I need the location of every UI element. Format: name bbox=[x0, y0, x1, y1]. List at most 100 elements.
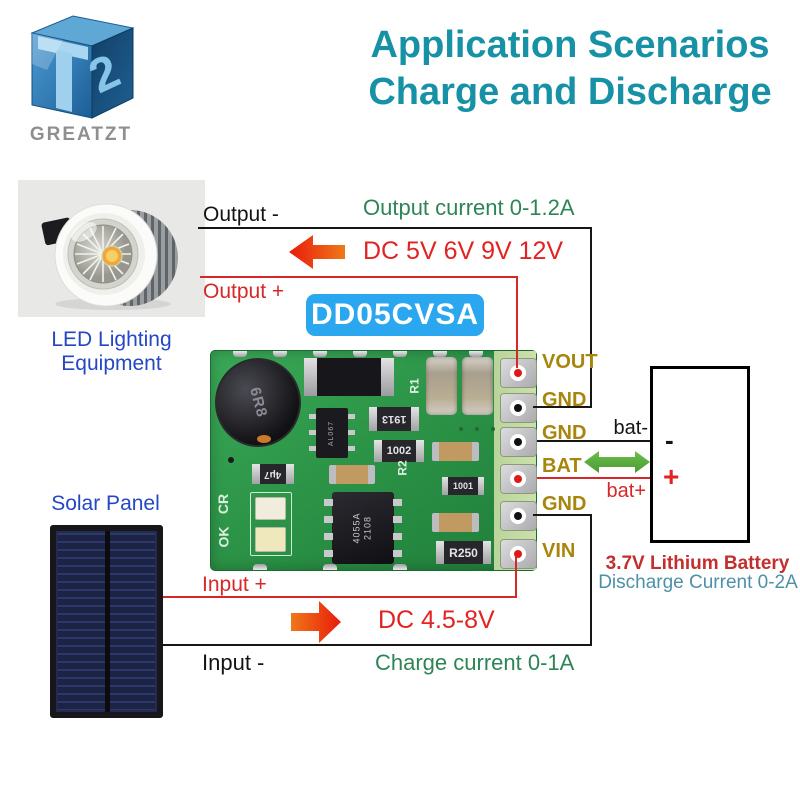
inductor-copper-fleck bbox=[257, 435, 271, 443]
resistor-marking: 1002 bbox=[386, 445, 412, 457]
brand-logo-icon: 2 bbox=[30, 15, 135, 119]
resistor-marking: R250 bbox=[449, 545, 478, 560]
title-line1: Application Scenarios bbox=[370, 24, 770, 66]
inductor-marking: 6R8 bbox=[245, 385, 271, 420]
input-pos-wire-v bbox=[515, 556, 517, 598]
pcb-castellation bbox=[313, 351, 327, 357]
bat-neg-wire-label: bat- bbox=[613, 417, 648, 439]
main-ic: 4055A 2108 bbox=[324, 492, 402, 564]
pcb-castellation bbox=[353, 351, 367, 357]
led-caption: LED Lighting Equipment bbox=[18, 328, 205, 376]
capacitor-smd bbox=[329, 465, 375, 484]
input-pos-label: Input + bbox=[202, 573, 267, 596]
pin-label-bat: BAT bbox=[542, 455, 582, 477]
sot23-marking: AL067 bbox=[328, 420, 336, 446]
input-neg-label: Input - bbox=[202, 650, 265, 675]
output-direction-arrow-icon bbox=[289, 235, 345, 269]
led-caption-line2: Equipment bbox=[61, 352, 162, 375]
brand-name: GREATZT bbox=[29, 124, 133, 145]
output-neg-wire-v bbox=[590, 227, 592, 408]
output-voltage-label: DC 5V 6V 9V 12V bbox=[363, 237, 564, 265]
output-neg-wire-h bbox=[198, 227, 592, 229]
resistor-1002: 1002 bbox=[374, 440, 424, 462]
input-neg-stub bbox=[533, 514, 592, 516]
output-pos-wire-v bbox=[516, 276, 518, 368]
solar-divider bbox=[105, 531, 110, 712]
dcdc-module-pcb: 6R8 AL067 1913 1002 4μ7 1001 R250 bbox=[210, 350, 537, 571]
battery-bidirectional-arrow-icon bbox=[584, 451, 650, 473]
pcb-via bbox=[491, 427, 495, 431]
pad-gnd2 bbox=[501, 428, 536, 456]
pin-label-vout: VOUT bbox=[542, 351, 598, 373]
output-pos-label: Output + bbox=[203, 280, 285, 303]
input-neg-wire-v bbox=[590, 514, 592, 646]
solar-panel-image bbox=[50, 525, 163, 718]
pcb-via bbox=[459, 427, 463, 431]
pad-vin bbox=[501, 540, 536, 568]
led-downlight-image bbox=[18, 180, 205, 317]
bat-neg-wire bbox=[534, 440, 652, 442]
pcb-castellation bbox=[393, 564, 407, 570]
pin-label-vin: VIN bbox=[542, 540, 576, 562]
bat-pos-wire-label: bat+ bbox=[606, 480, 646, 502]
resistor-marking: 1913 bbox=[381, 413, 407, 425]
silkscreen-ok: OK bbox=[215, 526, 232, 548]
bat-pos-wire bbox=[534, 477, 652, 479]
pcb-pad-strip bbox=[494, 351, 536, 570]
capacitor-component bbox=[426, 357, 457, 415]
capacitor-smd bbox=[432, 513, 479, 532]
diode-component bbox=[304, 358, 394, 396]
status-led-charge bbox=[255, 497, 286, 520]
inductor-component: 6R8 bbox=[215, 358, 301, 447]
battery-title: 3.7V Lithium Battery bbox=[605, 553, 790, 574]
output-neg-label: Output - bbox=[203, 203, 279, 226]
input-voltage-label: DC 4.5-8V bbox=[378, 606, 495, 634]
pcb-castellation bbox=[393, 351, 407, 357]
input-neg-wire-h bbox=[163, 644, 592, 646]
pcb-castellation bbox=[469, 351, 483, 357]
pad-gnd1 bbox=[501, 394, 536, 422]
output-pos-wire-h bbox=[200, 276, 518, 278]
resistor-marking: 1001 bbox=[452, 481, 474, 491]
resistor-1913: 1913 bbox=[369, 407, 419, 431]
led-caption-line1: LED Lighting bbox=[51, 328, 172, 351]
battery-minus-terminal: - bbox=[665, 425, 674, 455]
pcb-castellation bbox=[253, 564, 267, 570]
pcb-castellation bbox=[273, 351, 287, 357]
page-title: Application Scenarios Charge and Dischar… bbox=[340, 22, 800, 116]
status-led-ok bbox=[255, 527, 286, 552]
battery-discharge-label: Discharge Current 0-2A bbox=[598, 572, 798, 593]
output-neg-stub bbox=[533, 406, 592, 408]
pcb-castellation bbox=[433, 351, 447, 357]
resistor-r250: R250 bbox=[436, 541, 491, 564]
silkscreen-bracket bbox=[250, 492, 292, 556]
pad-vout bbox=[501, 359, 536, 387]
model-badge: DD05CVSA bbox=[306, 294, 484, 336]
title-line2: Charge and Discharge bbox=[368, 71, 772, 113]
silkscreen-r1: R1 bbox=[407, 378, 422, 394]
silkscreen-r2: R2 bbox=[395, 460, 410, 476]
input-pos-wire-h bbox=[163, 596, 517, 598]
pcb-hole bbox=[228, 457, 234, 463]
silkscreen-cr: CR bbox=[215, 493, 232, 515]
battery-plus-terminal: + bbox=[663, 461, 680, 492]
output-current-label: Output current 0-1.2A bbox=[363, 195, 575, 220]
pin-label-gnd1: GND bbox=[542, 389, 587, 411]
main-ic-marking: 4055A 2108 bbox=[352, 512, 373, 544]
component-marking: 4μ7 bbox=[264, 468, 282, 480]
pin-label-gnd3: GND bbox=[542, 493, 587, 515]
resistor-1001: 1001 bbox=[442, 477, 484, 495]
pin-label-gnd2: GND bbox=[542, 422, 587, 444]
pad-bat bbox=[501, 465, 536, 493]
lithium-battery-box: - + bbox=[650, 366, 750, 543]
pcb-via bbox=[475, 427, 479, 431]
pad-gnd3 bbox=[501, 502, 536, 530]
pcb-castellation bbox=[323, 564, 337, 570]
capacitor-smd bbox=[432, 442, 479, 461]
pcb-castellation bbox=[233, 351, 247, 357]
input-current-label: Charge current 0-1A bbox=[375, 650, 575, 675]
input-direction-arrow-icon bbox=[291, 601, 341, 643]
sot23-ic: AL067 bbox=[309, 408, 355, 458]
capacitor-component bbox=[462, 357, 493, 415]
solar-caption: Solar Panel bbox=[51, 492, 160, 515]
